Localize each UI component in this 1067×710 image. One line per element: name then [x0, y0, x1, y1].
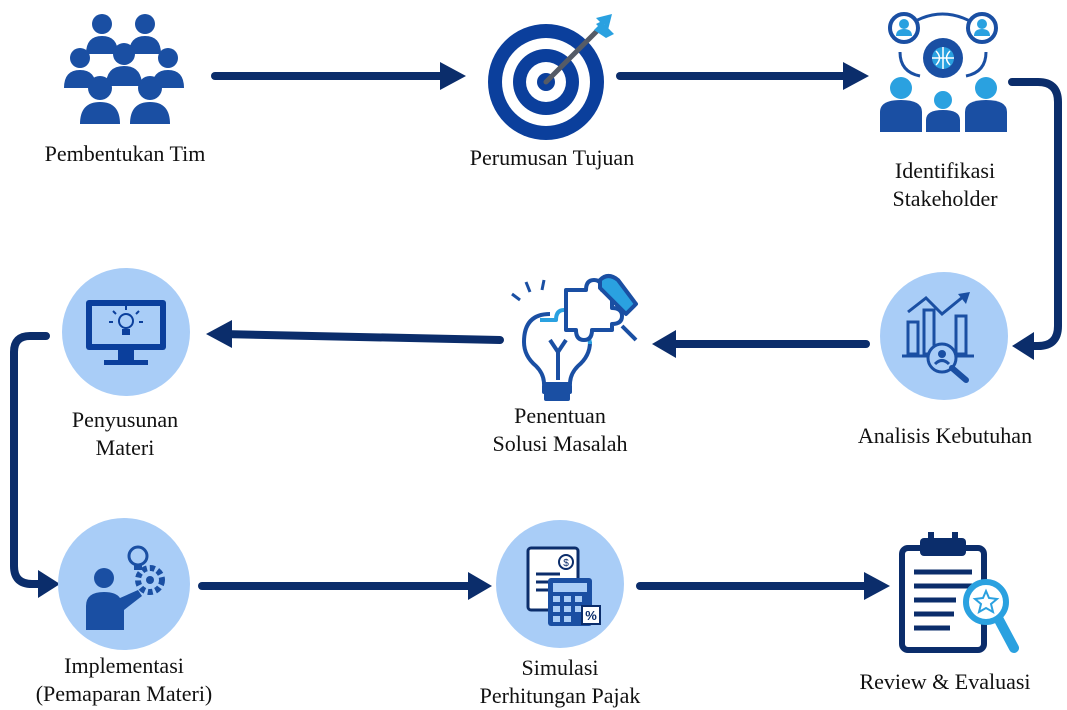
step-label-line: Stakeholder	[892, 186, 998, 211]
connector-6-7	[10, 332, 50, 588]
step-label-line: Review & Evaluasi	[859, 669, 1031, 694]
step-label-line: (Pemaparan Materi)	[35, 681, 213, 706]
step-label-line: Perumusan Tujuan	[469, 145, 635, 170]
connector-3-4	[1008, 78, 1062, 350]
step-label-line: Penentuan	[514, 403, 606, 428]
step-label-analisis-kebutuhan: Analisis Kebutuhan	[832, 422, 1058, 450]
analytics-chart-icon	[880, 272, 1008, 400]
arrowhead-2-3	[843, 62, 869, 90]
step-label-line: Pembentukan Tim	[44, 141, 206, 166]
arrowhead-3-4	[1012, 332, 1034, 360]
svg-text:$: $	[563, 558, 569, 569]
stakeholder-network-icon	[880, 12, 1007, 132]
step-label-line: Materi	[95, 435, 155, 460]
step-label-line: Analisis Kebutuhan	[857, 423, 1033, 448]
svg-text:%: %	[585, 608, 597, 623]
step-label-line: Simulasi	[521, 655, 599, 680]
puzzle-bulb-icon	[511, 274, 638, 401]
arrowhead-5-6	[206, 320, 232, 348]
step-label-implementasi: Implementasi (Pemaparan Materi)	[6, 652, 242, 708]
arrowhead-4-5	[652, 330, 676, 358]
step-label-line: Solusi Masalah	[492, 431, 628, 456]
step-label-line: Penyusunan	[71, 407, 179, 432]
tax-calculator-icon: $ %	[496, 520, 624, 648]
step-label-line: Perhitungan Pajak	[479, 683, 641, 708]
step-label-penyusunan-materi: Penyusunan Materi	[30, 406, 220, 462]
clipboard-search-icon	[899, 532, 1019, 653]
target-arrow-icon	[488, 14, 614, 140]
step-label-penentuan-solusi: Penentuan Solusi Masalah	[450, 402, 670, 458]
step-label-review-evaluasi: Review & Evaluasi	[830, 668, 1060, 696]
arrowhead-7-8	[468, 572, 492, 600]
arrowhead-6-7	[38, 570, 60, 598]
arrowhead-8-9	[864, 572, 890, 600]
step-label-identifikasi-stakeholder: Identifikasi Stakeholder	[840, 157, 1050, 213]
step-label-pembentukan-tim: Pembentukan Tim	[20, 140, 230, 168]
team-group-icon	[64, 14, 184, 124]
arrowhead-1-2	[440, 62, 466, 90]
step-label-line: Identifikasi	[894, 158, 996, 183]
step-label-simulasi-pajak: Simulasi Perhitungan Pajak	[450, 654, 670, 710]
connector-5-6	[218, 330, 504, 344]
step-label-perumusan-tujuan: Perumusan Tujuan	[440, 144, 664, 172]
presenter-idea-icon	[58, 518, 190, 650]
monitor-bulb-icon	[62, 268, 190, 396]
step-label-line: Implementasi	[64, 653, 184, 678]
